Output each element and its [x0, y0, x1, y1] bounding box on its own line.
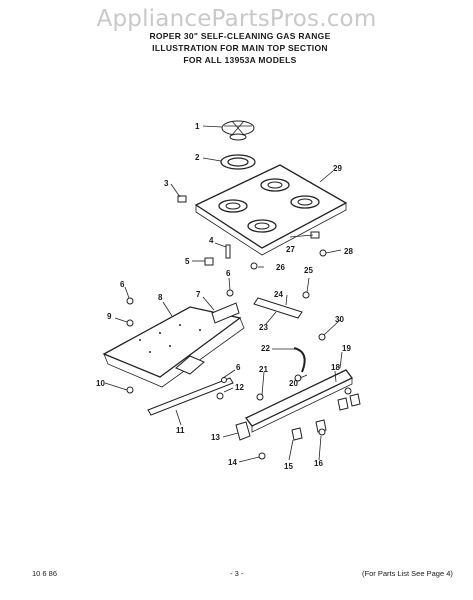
callout-3: 3	[164, 179, 169, 188]
callout-28: 28	[344, 247, 353, 256]
callout-26: 26	[276, 263, 285, 272]
callout-11: 11	[176, 426, 185, 435]
callout-20: 20	[289, 379, 298, 388]
footer-date: 10 6 86	[32, 569, 58, 578]
footer-parts-list-note: (For Parts List See Page 4)	[362, 569, 453, 578]
grate-bracket	[253, 297, 303, 319]
callout-16: 16	[314, 459, 323, 468]
callout-6a: 6	[120, 280, 125, 289]
callout-4: 4	[209, 236, 214, 245]
callout-21: 21	[259, 365, 268, 374]
bracket	[211, 302, 240, 324]
callout-6b: 6	[226, 269, 231, 278]
watermark-text: AppliancePartsPros.com	[96, 6, 377, 32]
knobs	[235, 393, 361, 441]
title-line-3: FOR ALL 13953A MODELS	[183, 55, 297, 65]
callout-23: 23	[259, 323, 268, 332]
callout-5: 5	[185, 257, 190, 266]
callout-14: 14	[228, 458, 237, 467]
title-line-1: ROPER 30" SELF-CLEANING GAS RANGE	[149, 31, 331, 41]
burner-box	[102, 306, 245, 388]
callout-27: 27	[286, 245, 295, 254]
callout-15: 15	[284, 462, 293, 471]
screws	[126, 289, 352, 460]
callout-18: 18	[331, 363, 340, 372]
burner-ring	[220, 154, 256, 170]
callout-22: 22	[261, 344, 270, 353]
title-line-2: ILLUSTRATION FOR MAIN TOP SECTION	[152, 43, 328, 53]
callout-1: 1	[195, 122, 200, 131]
manifold-panel	[245, 369, 353, 433]
callout-30: 30	[335, 315, 344, 324]
main-top	[194, 164, 348, 256]
callout-2: 2	[195, 153, 200, 162]
leader-lines	[104, 125, 343, 463]
callout-13: 13	[211, 433, 220, 442]
callout-12: 12	[235, 383, 244, 392]
callout-25: 25	[304, 266, 313, 275]
callout-7: 7	[196, 290, 201, 299]
callout-8: 8	[158, 293, 163, 302]
burner-cap	[221, 120, 255, 141]
front-strip	[147, 377, 234, 416]
callout-6c: 6	[236, 363, 241, 372]
callout-10: 10	[96, 379, 105, 388]
footer-page-number: - 3 -	[230, 569, 244, 578]
callout-24: 24	[274, 290, 283, 299]
callout-19: 19	[342, 344, 351, 353]
callout-29: 29	[333, 164, 342, 173]
callout-9: 9	[107, 312, 112, 321]
callout-labels: 1 2 3 4 5 6 6 6 7 8 9 10 11 12 13 14 15 …	[96, 122, 353, 471]
